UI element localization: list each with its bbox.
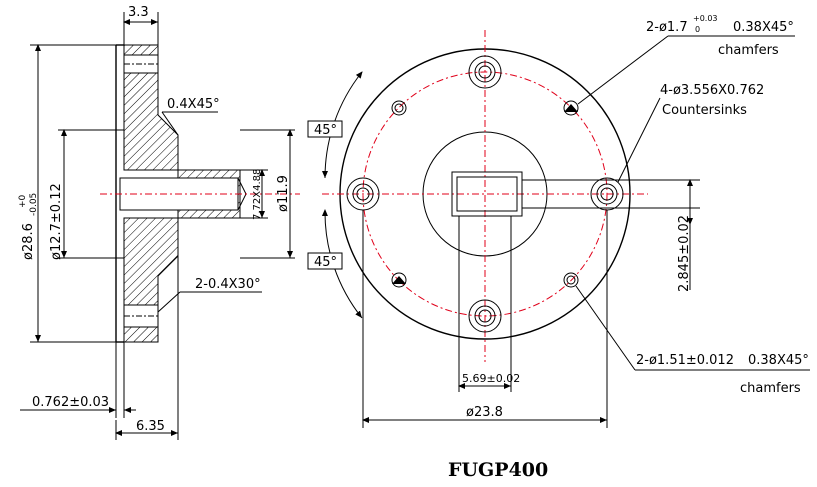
- side-view: 3.3 0.4X45° 2-0.4X30° ø28.6 +0 -0.05 ø12…: [18, 5, 300, 440]
- dim-dia-28-6-tol-upper: +0: [18, 194, 28, 208]
- dim-2-845: 2.845±0.02: [677, 215, 692, 292]
- angle-bottom: 45°: [314, 255, 337, 270]
- countersinks: Countersinks: [662, 103, 747, 118]
- small-hole-tl: [391, 100, 407, 116]
- chamfer-top: 0.38X45°: [733, 20, 794, 35]
- dim-dia-12-7: ø12.7±0.12: [49, 183, 64, 260]
- small-hole-br: [563, 272, 579, 288]
- dim-dia-11-9: ø11.9: [276, 175, 291, 212]
- hole-top-label: 2-ø1.7: [646, 20, 688, 35]
- hole-top-tol2: 0: [695, 25, 700, 34]
- countersink-label: 4-ø3.556X0.762: [660, 83, 764, 98]
- dim-23-8: ø23.8: [466, 405, 503, 420]
- countersink-top: [468, 55, 502, 89]
- dim-dia-28-6: ø28.6: [21, 223, 36, 260]
- front-view: 45° 45° 2-ø1.7 +0.03 0 0.38X45° chamfers…: [307, 14, 810, 428]
- chamfer-bottom: 0.38X45°: [748, 353, 809, 368]
- dim-chamfer-bottom: 2-0.4X30°: [195, 277, 261, 292]
- hole-bottom-label: 2-ø1.51±0.012: [636, 353, 734, 368]
- drawing-title: FUGP400: [448, 459, 548, 481]
- dim-3-3: 3.3: [128, 5, 149, 20]
- chamfers-bottom: chamfers: [740, 381, 801, 396]
- chamfers-top: chamfers: [718, 43, 779, 58]
- dim-7-72: 7.72X4.88: [252, 169, 263, 220]
- hole-top-tol: +0.03: [693, 14, 718, 23]
- small-hole-tr: [563, 100, 579, 116]
- dim-chamfer-top: 0.4X45°: [167, 97, 220, 112]
- dim-6-35: 6.35: [136, 419, 165, 434]
- small-hole-bl: [391, 272, 407, 288]
- dim-dia-28-6-tol-lower: -0.05: [29, 193, 39, 216]
- dim-0-762: 0.762±0.03: [32, 395, 109, 410]
- angle-top: 45°: [314, 123, 337, 138]
- dim-5-69: 5.69±0.02: [462, 372, 520, 385]
- countersink-bottom: [468, 299, 502, 333]
